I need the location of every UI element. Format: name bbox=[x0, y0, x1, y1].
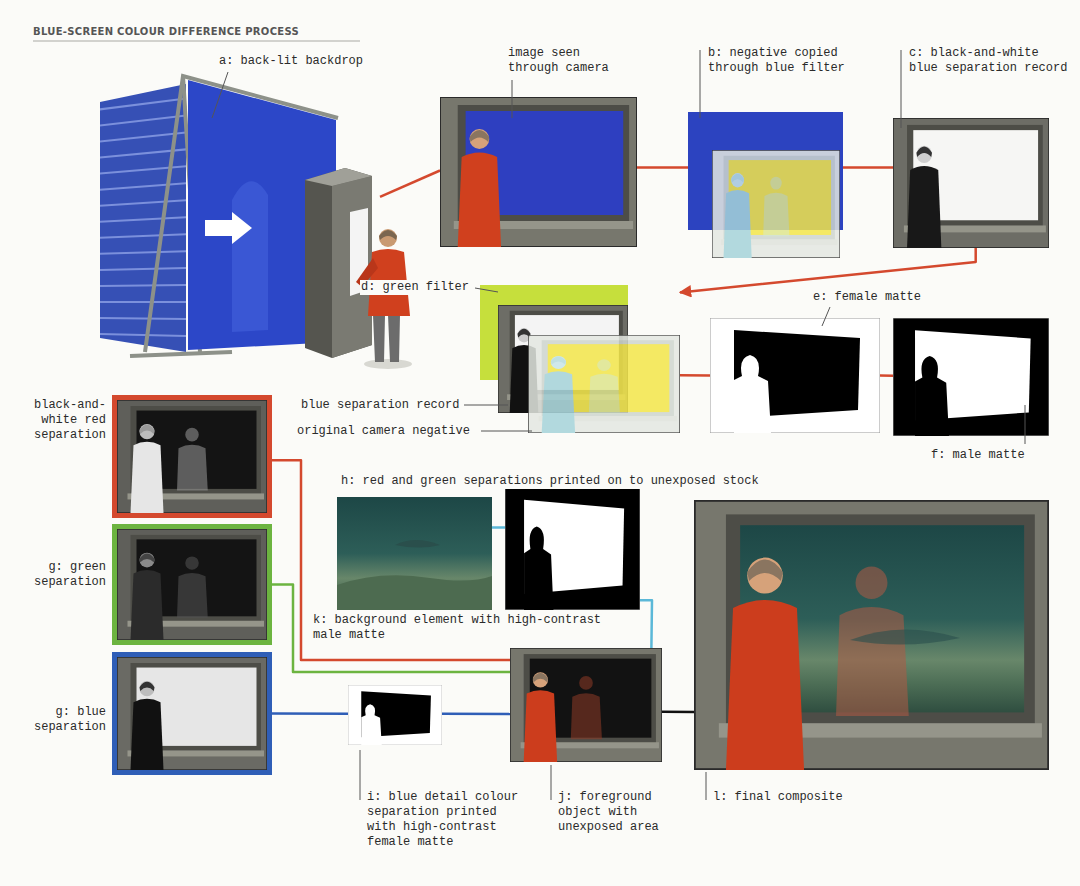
camera-view-panel bbox=[440, 97, 637, 247]
process-connector bbox=[637, 166, 688, 169]
picture-panel: g: green separation bbox=[112, 524, 272, 645]
process-connector bbox=[640, 600, 652, 648]
process-connector bbox=[662, 711, 694, 714]
sea-creature bbox=[395, 540, 440, 548]
process-connector bbox=[492, 526, 505, 529]
green-border bbox=[112, 524, 272, 645]
callout-label: c: black-and-white blue separation recor… bbox=[908, 46, 1074, 76]
red-separation-panel bbox=[117, 400, 267, 513]
red-border bbox=[112, 395, 272, 518]
light-arrow bbox=[205, 212, 252, 244]
picture-panel: image seen through camera bbox=[440, 97, 637, 247]
camera-negative-film bbox=[528, 335, 680, 433]
blue-separation-panel bbox=[893, 118, 1049, 248]
callout-label: j: foreground object with unexposed area bbox=[557, 790, 679, 835]
picture-panel: c: black-and-white blue separation recor… bbox=[893, 118, 1049, 248]
camera-booth-side bbox=[305, 168, 372, 358]
callout-label: f: male matte bbox=[930, 448, 1042, 463]
process-connector bbox=[680, 374, 710, 377]
foreground-panel bbox=[510, 648, 662, 762]
callout-label: g: blue separation bbox=[10, 705, 107, 735]
leader-lines bbox=[212, 50, 1025, 800]
blue-border bbox=[112, 652, 272, 775]
callout-label: d: green filter bbox=[360, 280, 474, 295]
picture-panel: f: male matte bbox=[893, 318, 1049, 436]
operator-legs bbox=[373, 315, 400, 362]
callout-label: b: negative copied through blue filter bbox=[707, 46, 851, 76]
composite-panel bbox=[694, 500, 1049, 770]
female-matte bbox=[348, 685, 442, 745]
callout-label: original camera negative bbox=[296, 424, 478, 439]
underwater-background bbox=[337, 497, 492, 610]
backdrop-illustration bbox=[95, 76, 412, 369]
callout-label: i: blue detail colour separation printed… bbox=[366, 790, 528, 850]
callout-label: l: final composite bbox=[712, 790, 874, 805]
picture-panel: i: blue detail colour separation printed… bbox=[348, 685, 442, 745]
camera-booth-front bbox=[332, 176, 372, 358]
male-matte bbox=[505, 487, 640, 610]
negative-film bbox=[712, 150, 840, 258]
picture-panel: e: female matte bbox=[710, 318, 880, 433]
floor-shadow bbox=[364, 359, 412, 369]
process-connector bbox=[442, 713, 510, 716]
callout-label: h: red and green separations printed on … bbox=[340, 474, 782, 489]
picture-panel: l: final composite bbox=[694, 500, 1049, 770]
male-matte bbox=[893, 318, 1049, 436]
title-rule bbox=[33, 40, 360, 42]
callout-label: image seen through camera bbox=[507, 46, 619, 76]
picture-panel: h: red and green separations printed on … bbox=[337, 497, 492, 610]
picture-panel: k: background element with high-contrast… bbox=[505, 487, 640, 610]
sea-creature bbox=[850, 629, 960, 644]
process-connector bbox=[272, 712, 348, 715]
callout-label: e: female matte bbox=[812, 290, 930, 305]
backdrop-glow bbox=[232, 181, 268, 332]
picture-panel: a: back-lit backdrop bbox=[100, 75, 380, 365]
callout-label: k: background element with high-contrast… bbox=[312, 613, 624, 643]
operator-hair bbox=[379, 230, 397, 240]
picture-panel: b: negative copied through blue filter bbox=[688, 112, 843, 262]
sea-bed bbox=[337, 575, 492, 610]
callout-label: a: back-lit backdrop bbox=[218, 54, 380, 69]
picture-panel: d: green filterblue separation recordori… bbox=[480, 285, 680, 433]
picture-panel: black-and-white red separation bbox=[112, 395, 272, 518]
picture-panel: j: foreground object with unexposed area bbox=[510, 648, 662, 762]
female-matte bbox=[710, 318, 880, 433]
callout-label: g: green separation bbox=[10, 560, 107, 590]
camera-booth-top bbox=[305, 168, 372, 186]
green-separation-panel bbox=[117, 529, 267, 640]
process-connector bbox=[843, 166, 893, 169]
process-connector bbox=[380, 171, 440, 197]
callout-label: blue separation record bbox=[300, 398, 464, 413]
callout-label: black-and-white red separation bbox=[10, 398, 107, 443]
operator-head bbox=[379, 229, 397, 247]
diagram-title: BLUE-SCREEN COLOUR DIFFERENCE PROCESS bbox=[33, 25, 299, 38]
blue-separation-panel bbox=[117, 657, 267, 770]
process-connector bbox=[880, 374, 893, 377]
picture-panel: g: blue separation bbox=[112, 652, 272, 775]
